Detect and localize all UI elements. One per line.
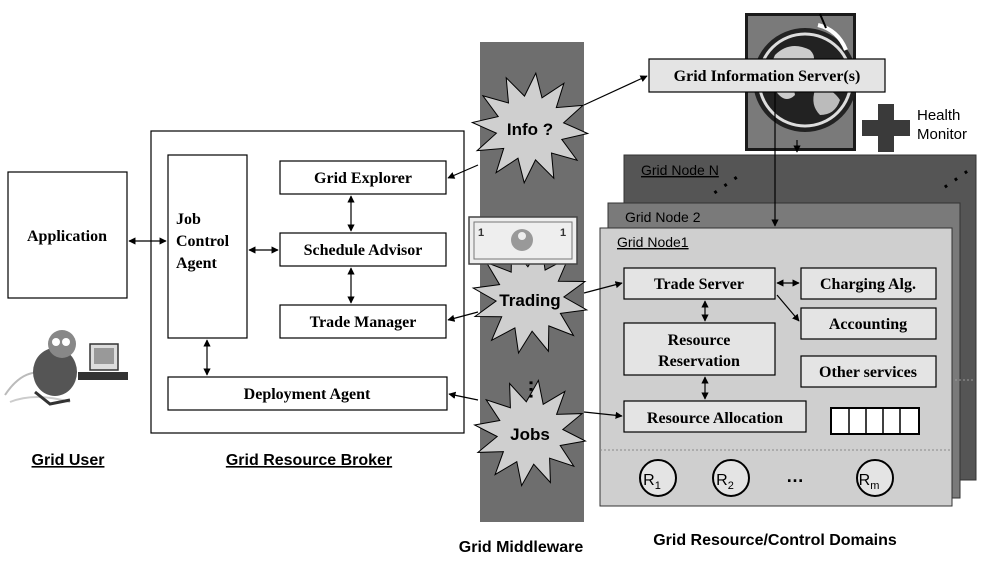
health-monitor-line2: Monitor (917, 126, 967, 143)
svg-text:1: 1 (478, 227, 484, 239)
job-control-agent-box (167, 154, 248, 339)
grid-user-caption: Grid User (32, 452, 105, 469)
grid-node-2-label: Grid Node 2 (625, 209, 701, 225)
info-starburst: Info ? (470, 71, 590, 185)
arrow-info-explorer (447, 164, 479, 179)
accounting-box (800, 307, 937, 340)
r2-label: R2 (716, 472, 734, 492)
arrow-info-gis (583, 75, 648, 106)
health-monitor-line1: Health (917, 107, 960, 124)
trade-manager-box (279, 304, 447, 339)
deployment-agent-box (167, 376, 448, 411)
domains-caption: Grid Resource/Control Domains (653, 532, 897, 549)
connector-arrows (128, 75, 801, 419)
resource-r1: R1 (639, 459, 677, 497)
middleware-dots: ··· (519, 380, 541, 400)
jobs-starburst: Jobs (473, 378, 587, 488)
grid-node-n-label: Grid Node N (641, 162, 719, 178)
resource-rm: Rm (856, 459, 894, 497)
jobs-label: Jobs (510, 425, 550, 444)
arrow-jobs-deploy (448, 391, 479, 401)
middleware-caption: Grid Middleware (459, 539, 584, 556)
charging-alg-label: Charging Alg. (820, 276, 916, 293)
arrow-jobs-allocation (583, 411, 623, 419)
allocation-label: Resource Allocation (647, 410, 783, 427)
application-label: Application (27, 228, 107, 245)
schedule-advisor-box (279, 232, 447, 267)
grid-user-icon (4, 330, 128, 406)
gis-box (648, 58, 886, 93)
reservation-line2: Reservation (658, 353, 740, 370)
gis-label: Grid Information Server(s) (674, 68, 861, 85)
health-monitor-icon (862, 104, 910, 152)
rm-label: Rm (859, 472, 880, 492)
trade-manager-label: Trade Manager (310, 314, 417, 331)
reservation-line1: Resource (668, 332, 731, 349)
charging-alg-box (800, 267, 937, 300)
resources-ellipsis: … (786, 466, 804, 486)
trade-server-label: Trade Server (654, 276, 744, 293)
grid-node-1-label: Grid Node1 (617, 234, 689, 250)
arrow-trading-tradeserver (583, 281, 623, 294)
resource-reservation-box (623, 322, 776, 376)
deployment-agent-label: Deployment Agent (244, 386, 371, 403)
arrow-trading-trademgr (447, 311, 479, 322)
trading-starburst: Trading (471, 243, 589, 355)
dollar-bill-icon: 1 1 (468, 216, 578, 265)
arrow-trade-accounting (776, 294, 800, 322)
other-services-box (800, 355, 937, 388)
resource-r2: R2 (712, 459, 750, 497)
job-control-line1: Job (176, 211, 201, 228)
trading-label: Trading (499, 291, 560, 310)
job-control-line2: Control (176, 233, 230, 250)
job-queue-icon (830, 407, 920, 435)
grid-explorer-box (279, 160, 447, 195)
schedule-advisor-label: Schedule Advisor (304, 242, 423, 259)
broker-caption: Grid Resource Broker (226, 452, 392, 469)
svg-text:1: 1 (560, 227, 566, 239)
grid-explorer-label: Grid Explorer (314, 170, 412, 187)
accounting-label: Accounting (829, 316, 907, 333)
other-services-label: Other services (819, 364, 917, 381)
info-label: Info ? (507, 120, 553, 139)
trade-server-box (623, 267, 776, 300)
resource-allocation-box (623, 400, 807, 433)
job-control-line3: Agent (176, 255, 218, 272)
application-box (7, 171, 128, 299)
r1-label: R1 (643, 472, 661, 492)
